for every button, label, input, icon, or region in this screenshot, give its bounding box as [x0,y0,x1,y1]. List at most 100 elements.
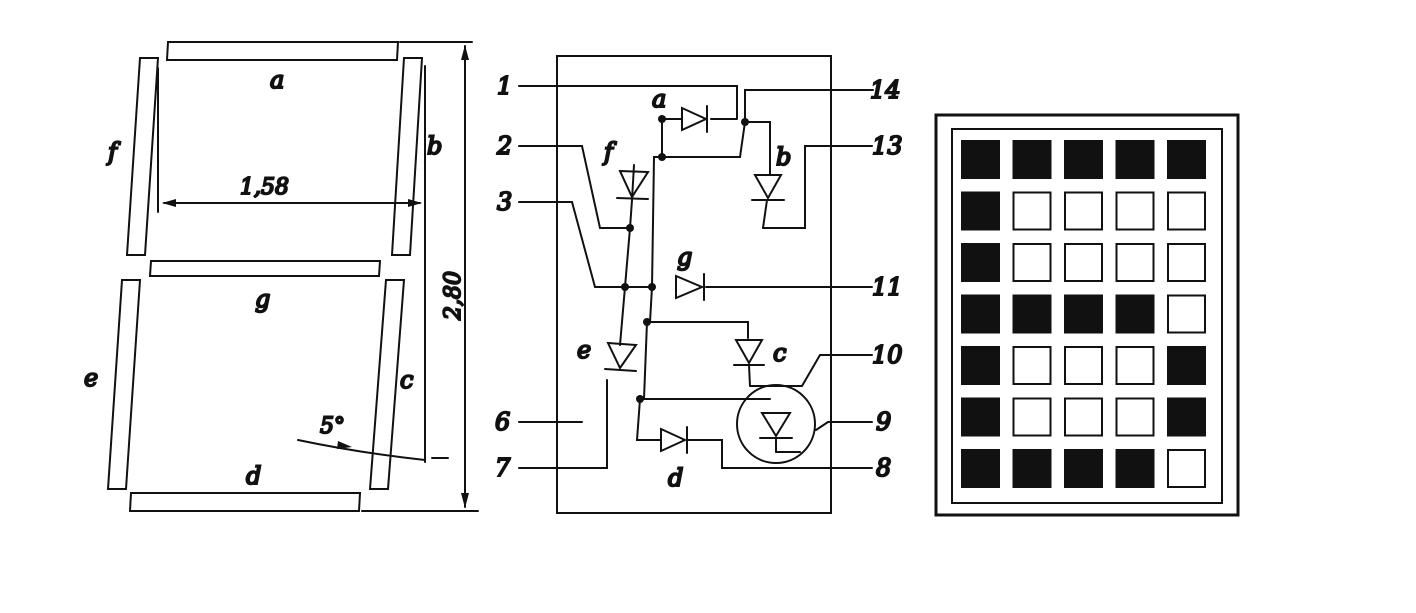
segment-a-label: a [270,66,284,94]
matrix-dot-unlit [1167,294,1206,334]
segment-a [165,41,400,61]
matrix-dot-unlit [1064,191,1103,231]
segment-f [125,57,160,256]
diode-g-label: g [677,243,692,271]
diode-dp [736,384,816,464]
segment-c [368,279,406,490]
diode-c-label: c [773,339,786,367]
matrix-dot-lit [961,191,1000,231]
segment-g-label: g [255,285,270,313]
diode-a-label: a [652,85,666,113]
lead-8 [707,439,873,469]
matrix-dot-unlit [1012,191,1052,231]
matrix-dot-lit [1115,294,1155,334]
matrix-dot-lit [961,397,1000,437]
angle-dimension [297,439,449,461]
matrix-dot-lit [961,346,1000,385]
matrix-dot-lit [1167,397,1206,437]
diode-e [604,341,638,372]
pin-2-label: 2 [496,132,512,160]
segment-g [148,260,382,277]
matrix-dot-unlit [1167,243,1206,282]
matrix-dot-lit [961,294,1000,334]
matrix-dot-lit [1115,140,1155,179]
pin-3-label: 3 [497,188,512,216]
lead-3 [518,201,653,288]
matrix-dot-lit [961,449,1000,488]
diode-f [616,169,650,200]
segment-f-label: f [106,138,121,166]
diode-g [675,273,705,301]
matrix-dot-unlit [1167,449,1206,488]
segment-b-label: b [427,132,442,160]
matrix-dot-unlit [1115,191,1155,231]
rail-f-e [619,199,633,346]
width-dimension [157,65,426,463]
matrix-dot-lit [1012,449,1052,488]
lead-7 [518,379,608,469]
matrix-dot-lit [1012,140,1052,179]
pin-6-label: 6 [495,408,510,436]
matrix-dot-lit [961,243,1000,282]
matrix-dot-lit [1167,140,1206,179]
junction-dots [621,115,749,403]
matrix-dot-unlit [1115,397,1155,437]
lead-9 [815,421,873,431]
lead-13 [762,145,873,229]
diode-b [751,174,785,201]
matrix-dots [961,140,1206,488]
diode-a [681,105,709,133]
diode-b-label: b [776,143,791,171]
pin-1-label: 1 [497,72,512,100]
segment-c-label: c [400,366,413,394]
matrix-dot-lit [1115,449,1155,488]
matrix-dot-unlit [1064,243,1103,282]
segment-outline-figure: a f b g e c d 1,58 2,80 5° [83,41,479,512]
matrix-dot-unlit [1115,243,1155,282]
pin-8-label: 8 [876,454,891,482]
matrix-dot-unlit [1012,243,1052,282]
diode-d-label: d [668,464,683,492]
matrix-dot-unlit [1064,346,1103,385]
pin-7-label: 7 [495,454,511,482]
wire-c [646,321,749,339]
package-outline [556,55,832,514]
lead-1 [518,85,738,119]
segment-e [106,279,142,490]
matrix-dot-unlit [1167,191,1206,231]
pin-14-label: 14 [870,76,901,104]
matrix-dot-lit [1064,294,1103,334]
segment-d [128,492,362,512]
rail-left [635,118,663,441]
diode-d [660,426,709,454]
segment-b [390,57,424,256]
dot-matrix-display [934,113,1240,517]
circuit-diagram: 1 2 3 6 7 14 13 11 10 9 8 a b f g e c d [494,55,904,514]
pin-9-label: 9 [876,408,891,436]
wire-a-join [661,121,746,158]
matrix-dot-lit [1167,346,1206,385]
matrix-dot-unlit [1012,346,1052,385]
lead-2 [518,145,631,229]
matrix-dot-lit [1012,294,1052,334]
matrix-dot-lit [961,140,1000,179]
lead-10 [749,354,873,387]
diode-f-label: f [602,138,617,166]
lead-14 [744,89,874,119]
height-dimension [361,41,479,512]
matrix-dot-unlit [1012,397,1052,437]
matrix-dot-unlit [1115,346,1155,385]
pin-10-label: 10 [872,341,903,369]
pin-13-label: 13 [872,132,903,160]
diode-c [733,339,765,387]
wire-b-out [762,199,768,229]
matrix-dot-lit [1064,449,1103,488]
matrix-inner-frame [951,128,1223,504]
matrix-dot-unlit [1064,397,1103,437]
matrix-outer-frame [934,113,1240,517]
pin-11-label: 11 [872,273,903,301]
angle-label: 5° [320,414,345,439]
matrix-dot-lit [1064,140,1103,179]
width-dimension-label: 1,58 [240,175,289,200]
